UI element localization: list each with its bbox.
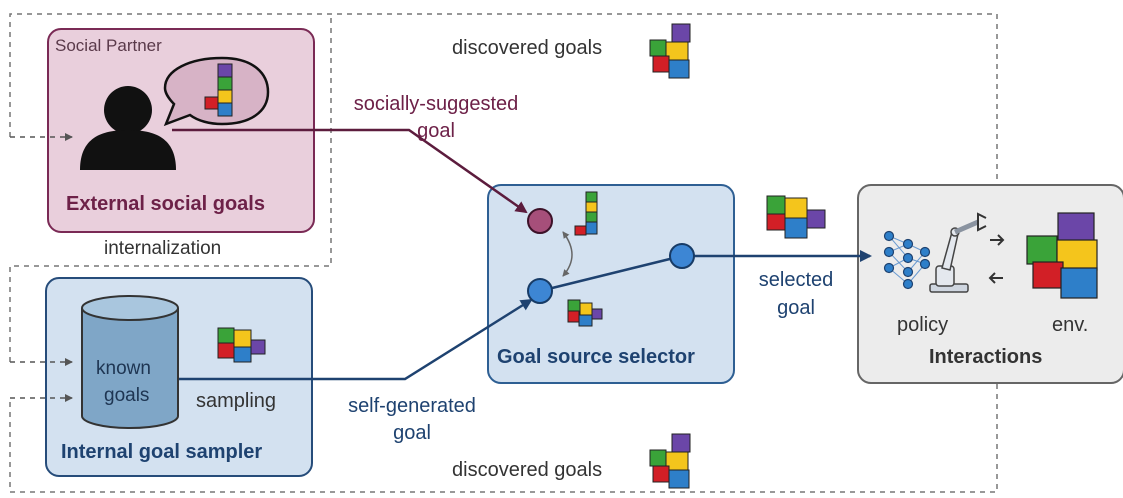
selector-link-line	[539, 254, 683, 293]
interaction-arrows	[988, 234, 1005, 284]
policy-label: policy	[897, 314, 949, 336]
interactions-title: Interactions	[929, 346, 1043, 368]
self-generated-label-line2: goal	[393, 422, 431, 444]
switch-arrow	[562, 231, 573, 277]
social-partner-label: Social Partner	[55, 36, 162, 55]
discovered-goals-top-label: discovered goals	[452, 37, 603, 59]
selected-output-node	[669, 243, 695, 269]
internal-sampling-cubes	[217, 327, 266, 363]
environment-cubes	[1026, 212, 1098, 299]
env-label: env.	[1052, 314, 1089, 336]
speech-bubble	[163, 56, 270, 127]
internalization-label: internalization	[104, 238, 222, 259]
goal-source-selector-title: Goal source selector	[497, 346, 695, 368]
internal-source-node	[527, 278, 553, 304]
selected-goal-label-line2: goal	[777, 297, 815, 319]
social-source-node	[527, 208, 553, 234]
sampling-label: sampling	[196, 390, 277, 412]
robot-arm-icon	[929, 212, 987, 293]
outer-dashed-frame	[9, 13, 998, 493]
dashed-arrow-heads	[10, 133, 73, 402]
social-partner-silhouette	[80, 86, 176, 170]
external-social-goals-title: External social goals	[66, 193, 265, 215]
self-generated-arrow	[178, 298, 533, 381]
discovered-goals-top-cubes	[649, 23, 691, 79]
socially-suggested-arrow	[172, 128, 528, 214]
selector-internal-cubes	[567, 299, 603, 327]
known-goals-cylinder	[81, 295, 179, 429]
socially-suggested-label-line1: socially-suggested	[353, 93, 519, 115]
selected-goal-label-line1: selected	[758, 269, 834, 291]
discovered-goals-bottom-cubes	[649, 433, 691, 489]
socially-suggested-label-line2: goal	[417, 120, 455, 142]
selected-goal-cubes	[766, 195, 826, 239]
bubble-cube-stack	[204, 63, 233, 117]
known-goals-label-line2: goals	[104, 385, 150, 406]
discovered-goals-bottom-label: discovered goals	[452, 459, 603, 481]
selector-social-cubes	[574, 191, 598, 236]
self-generated-label-line1: self-generated	[348, 395, 476, 417]
known-goals-label-line1: known	[96, 358, 151, 379]
policy-network-icon	[883, 230, 931, 290]
internal-goal-sampler-title: Internal goal sampler	[61, 441, 263, 463]
